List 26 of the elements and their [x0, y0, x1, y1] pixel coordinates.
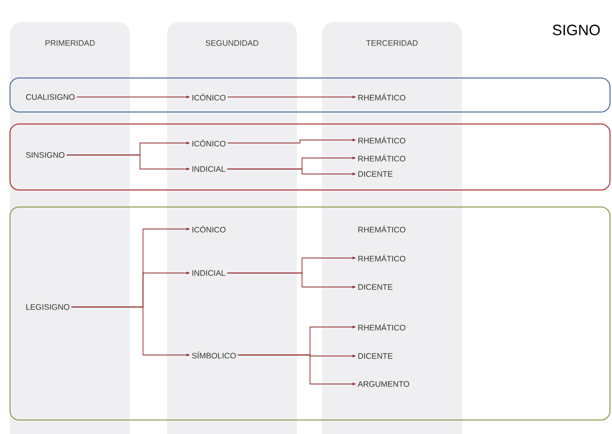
- term-label: CUALISIGNO: [26, 94, 75, 100]
- row-band: [10, 206, 610, 420]
- row-band: [10, 78, 610, 112]
- row-band: [10, 124, 610, 190]
- term-label: RHEMÁTICO: [358, 154, 406, 162]
- term-label: DICENTE: [358, 284, 392, 290]
- column-header: PRIMERIDAD: [46, 40, 95, 46]
- term-label: ICÓNICO: [192, 140, 226, 146]
- term-label: SINSIGNO: [26, 152, 64, 158]
- term-label: RHEMÁTICO: [358, 254, 406, 262]
- column-header: TERCERIDAD: [366, 40, 418, 46]
- term-label: DICENTE: [358, 171, 392, 177]
- term-label: INDICIAL: [192, 270, 226, 276]
- term-label: LEGISIGNO: [26, 304, 70, 310]
- title: SIGNO: [552, 24, 600, 36]
- term-label: RHEMÁTICO: [358, 226, 406, 232]
- term-label: ARGUMENTO: [358, 381, 410, 387]
- column-header: SEGUNDIDAD: [206, 40, 258, 46]
- term-label: INDICIAL: [192, 166, 226, 172]
- term-label: RHEMÁTICO: [358, 136, 406, 144]
- term-label: ICÓNICO: [192, 226, 226, 232]
- term-label: DICENTE: [358, 353, 392, 359]
- term-label: SÍMBOLICO: [192, 352, 236, 358]
- term-label: ICÓNICO: [192, 94, 226, 100]
- term-label: RHEMÁTICO: [358, 94, 406, 100]
- term-label: RHEMÁTICO: [358, 324, 406, 330]
